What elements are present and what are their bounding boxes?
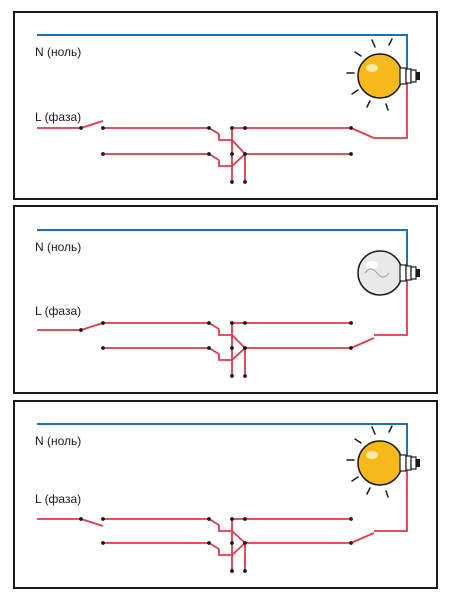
switch-contacts	[79, 126, 353, 184]
light-bulb-on-icon	[346, 425, 420, 498]
circuit-diagram-2	[37, 229, 420, 378]
switch-contacts	[79, 517, 353, 573]
neutral-wire	[37, 34, 408, 76]
circuit-diagram-1	[37, 34, 420, 184]
switch-contacts	[79, 321, 353, 378]
phase-wiring	[37, 270, 408, 376]
neutral-label: N (ноль)	[35, 240, 82, 254]
phase-label: L (фаза)	[35, 110, 82, 124]
circuit-panel-1: N (ноль) L (фаза)	[13, 11, 438, 200]
circuit-panel-2: N (ноль) L (фаза)	[13, 205, 438, 394]
phase-wiring	[37, 76, 408, 182]
circuit-diagram-3	[37, 423, 420, 573]
neutral-wire	[37, 229, 408, 270]
phase-label: L (фаза)	[35, 304, 82, 318]
neutral-label: N (ноль)	[35, 434, 82, 448]
light-bulb-off-icon	[357, 250, 420, 296]
circuit-panel-3: N (ноль) L (фаза)	[13, 400, 438, 589]
phase-wiring	[37, 462, 408, 571]
neutral-wire	[37, 423, 408, 462]
phase-label: L (фаза)	[35, 492, 82, 506]
neutral-label: N (ноль)	[35, 45, 82, 59]
light-bulb-on-icon	[346, 38, 420, 111]
